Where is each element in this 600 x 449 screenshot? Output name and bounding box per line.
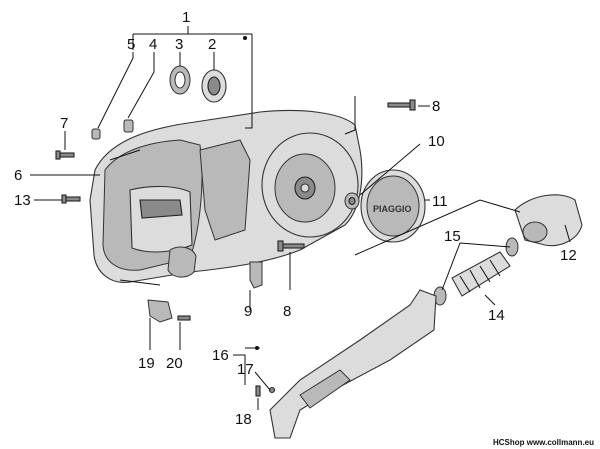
callout-20: 20 <box>166 355 183 372</box>
callout-16: 16 <box>212 347 229 364</box>
drum-cover <box>261 132 359 238</box>
callout-6: 6 <box>14 167 22 184</box>
pin-4 <box>123 119 134 133</box>
screw-7 <box>55 150 75 160</box>
seal-3 <box>169 65 191 95</box>
callout-19: 19 <box>138 355 155 372</box>
callout-7: 7 <box>60 115 68 132</box>
callout-2: 2 <box>208 36 216 53</box>
clip-19 <box>147 299 173 323</box>
screw-20 <box>177 315 191 321</box>
callout-5: 5 <box>127 36 135 53</box>
bearing-2 <box>201 69 227 103</box>
callout-15: 15 <box>444 228 461 245</box>
air-scoop <box>514 194 583 247</box>
callout-13: 13 <box>14 192 31 209</box>
logo-cover: PIAGGIO <box>360 169 426 243</box>
callout-1: 1 <box>182 9 190 26</box>
screw-13 <box>61 194 81 204</box>
bellows-hose <box>451 251 511 297</box>
screw-18 <box>255 385 261 397</box>
callout-11: 11 <box>432 193 448 210</box>
piaggio-logo-text: PIAGGIO <box>373 204 412 214</box>
callout-4: 4 <box>149 36 157 53</box>
bracket-9 <box>249 261 263 289</box>
callout-17: 17 <box>237 361 254 378</box>
callout-8-bottom: 8 <box>283 303 291 320</box>
intake-duct <box>268 289 437 439</box>
callout-14: 14 <box>488 307 505 324</box>
callout-18: 18 <box>235 411 252 428</box>
callout-8-top: 8 <box>432 98 440 115</box>
bolt-8-bottom <box>277 240 305 252</box>
callout-labels: 1 2 3 4 5 6 7 8 8 9 10 11 12 13 14 15 16… <box>14 9 577 428</box>
callout-9: 9 <box>244 303 252 320</box>
watermark-credit: HCShop www.collmann.eu <box>492 438 594 447</box>
leader-lines <box>30 26 571 410</box>
pin-5 <box>91 128 101 140</box>
oil-cap <box>344 192 360 210</box>
callout-12: 12 <box>560 247 577 264</box>
bolt-8-top <box>387 99 416 111</box>
callout-10: 10 <box>428 133 445 150</box>
callout-3: 3 <box>175 36 183 53</box>
